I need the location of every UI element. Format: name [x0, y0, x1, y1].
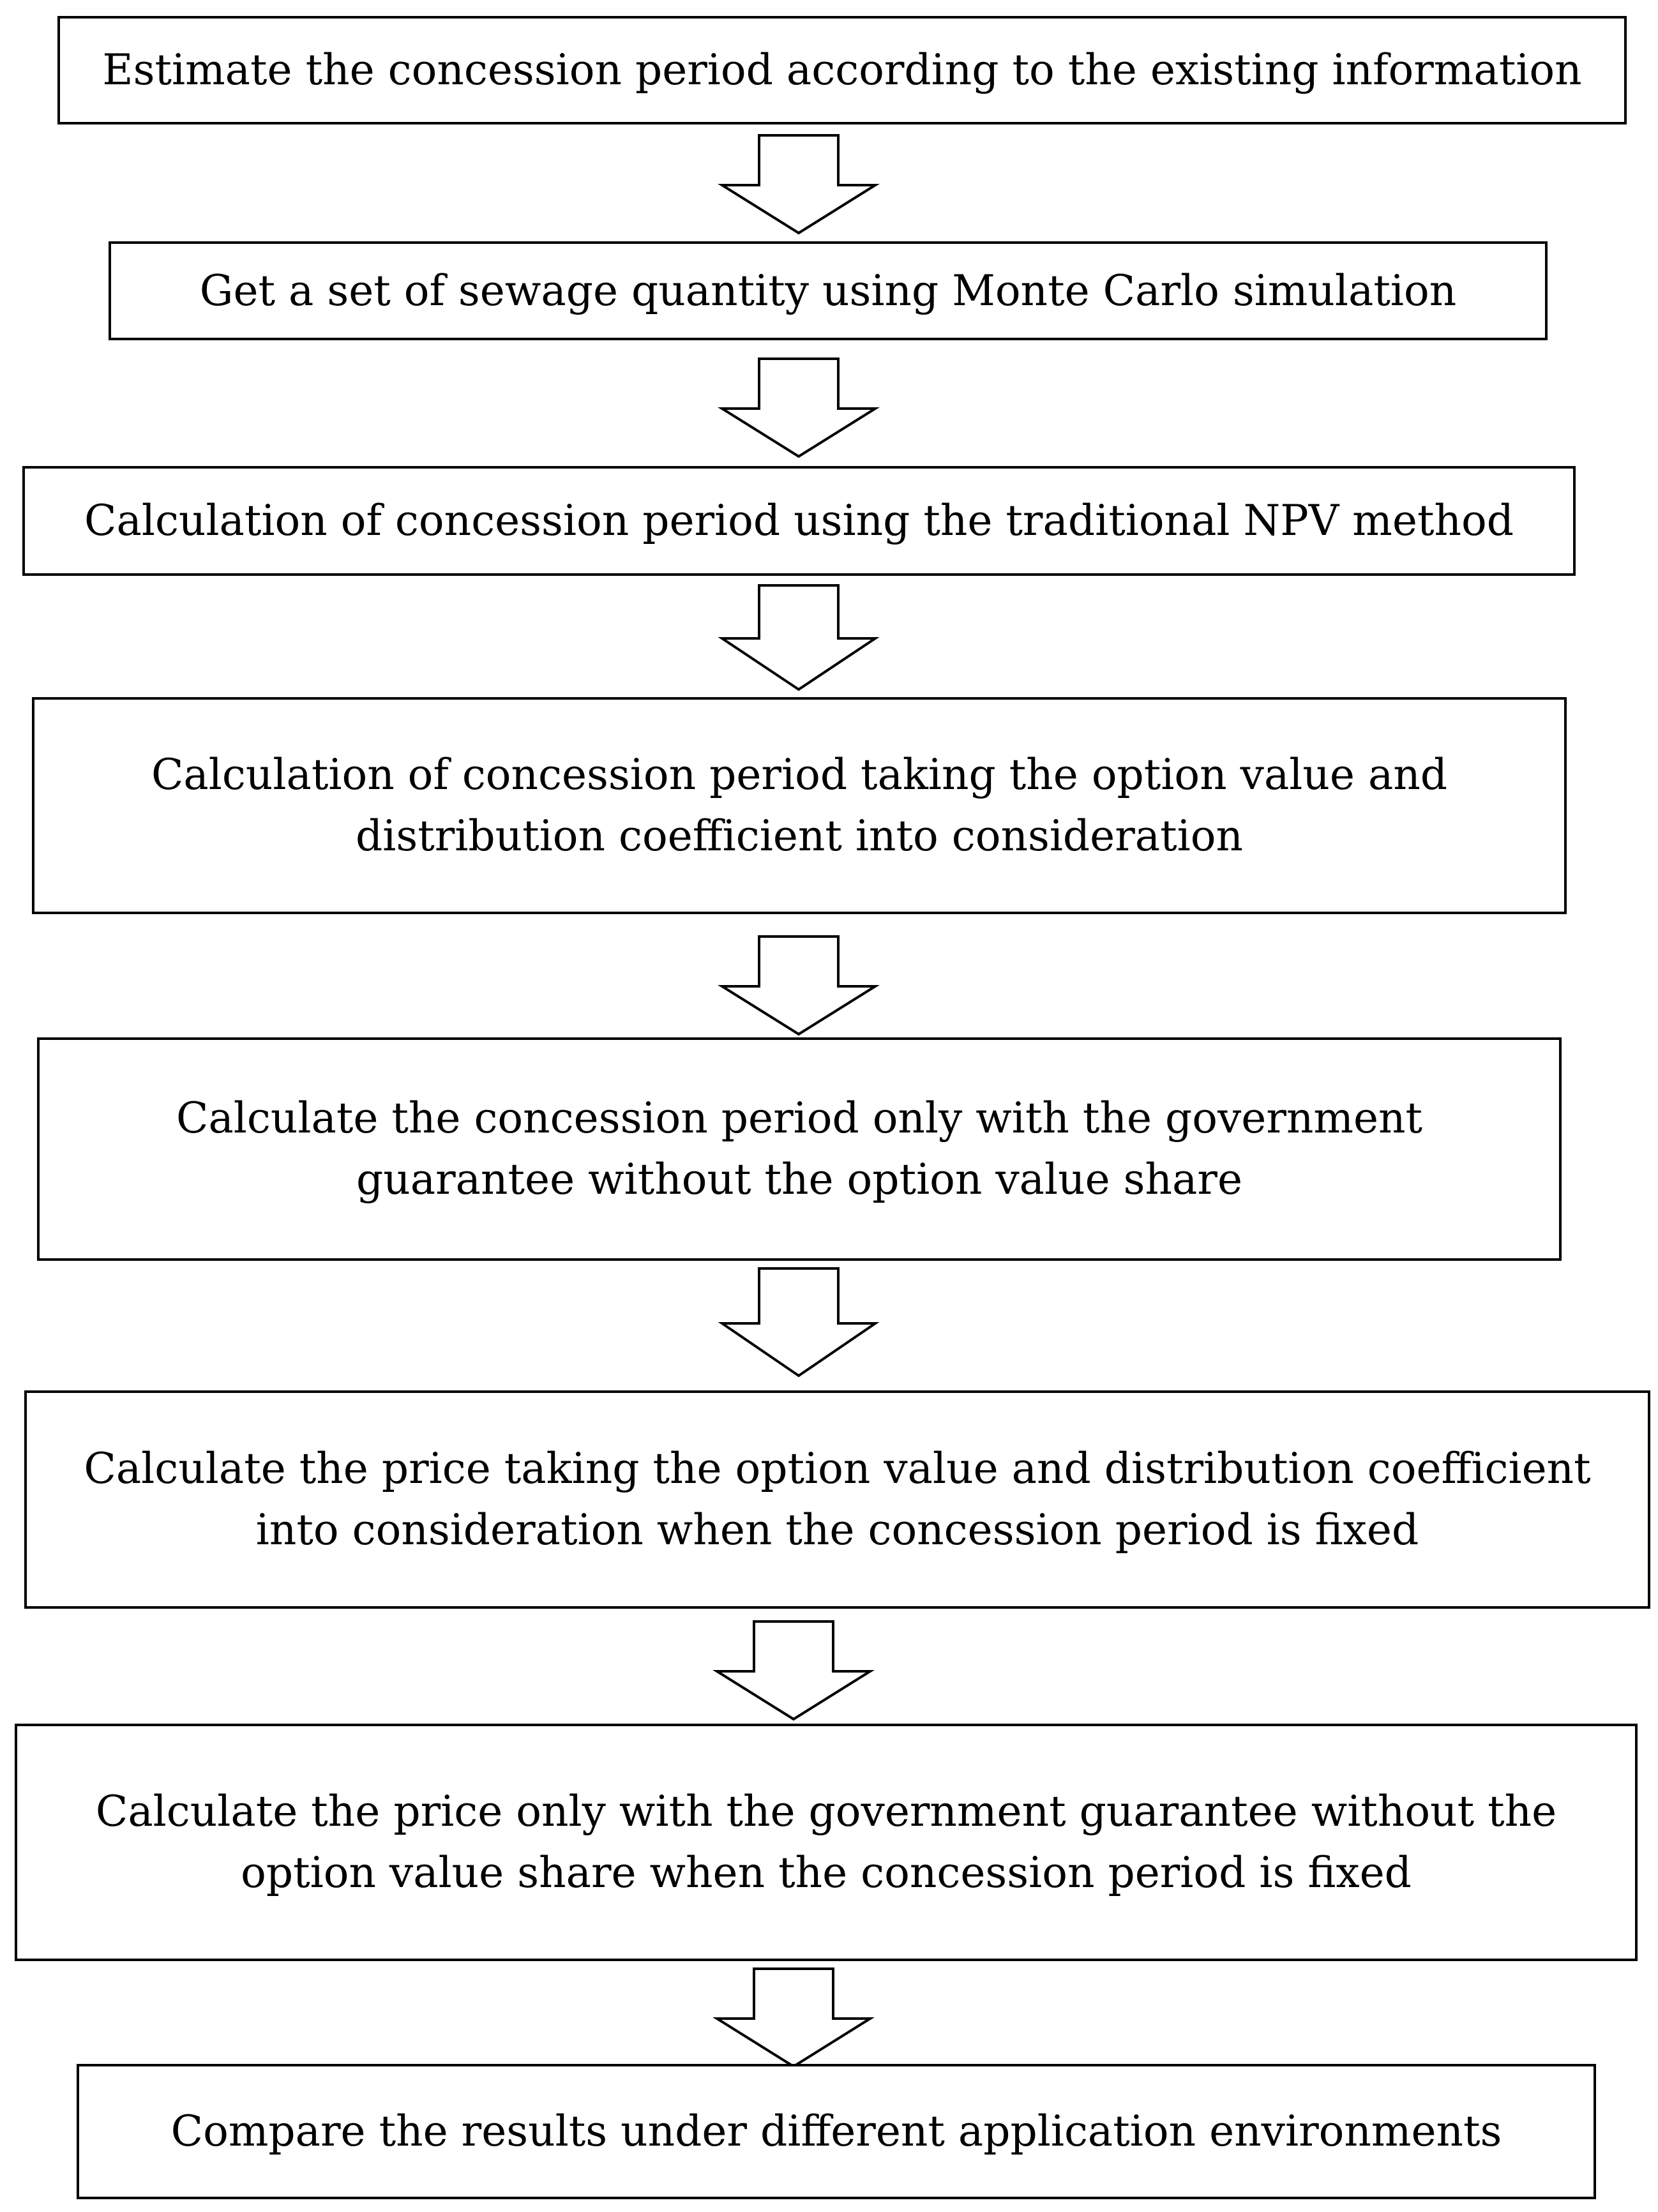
down-arrow-icon	[712, 1620, 875, 1721]
step-1-label: Estimate the concession period according…	[102, 45, 1582, 95]
step-5-label: Calculate the concession period only wit…	[176, 1094, 1423, 1204]
down-arrow-icon	[712, 1967, 875, 2068]
step-6-label: Calculate the price taking the option va…	[84, 1444, 1591, 1554]
step-3-box: Calculation of concession period using t…	[22, 466, 1576, 576]
step-1-box: Estimate the concession period according…	[57, 16, 1627, 124]
step-7-box: Calculate the price only with the govern…	[15, 1724, 1638, 1961]
step-4-label: Calculation of concession period taking …	[151, 750, 1448, 861]
step-8-box: Compare the results under different appl…	[77, 2064, 1596, 2199]
step-5-box: Calculate the concession period only wit…	[37, 1037, 1562, 1261]
step-2-box: Get a set of sewage quantity using Monte…	[109, 241, 1548, 340]
down-arrow-icon	[718, 134, 880, 235]
step-6-box: Calculate the price taking the option va…	[24, 1390, 1650, 1609]
step-7-label: Calculate the price only with the govern…	[95, 1787, 1557, 1897]
down-arrow-icon	[718, 935, 880, 1036]
step-2-label: Get a set of sewage quantity using Monte…	[199, 266, 1457, 315]
step-4-box: Calculation of concession period taking …	[32, 697, 1567, 914]
down-arrow-icon	[718, 584, 880, 691]
step-3-label: Calculation of concession period using t…	[84, 496, 1514, 546]
down-arrow-icon	[718, 357, 880, 458]
step-8-label: Compare the results under different appl…	[170, 2107, 1502, 2156]
down-arrow-icon	[718, 1267, 880, 1378]
